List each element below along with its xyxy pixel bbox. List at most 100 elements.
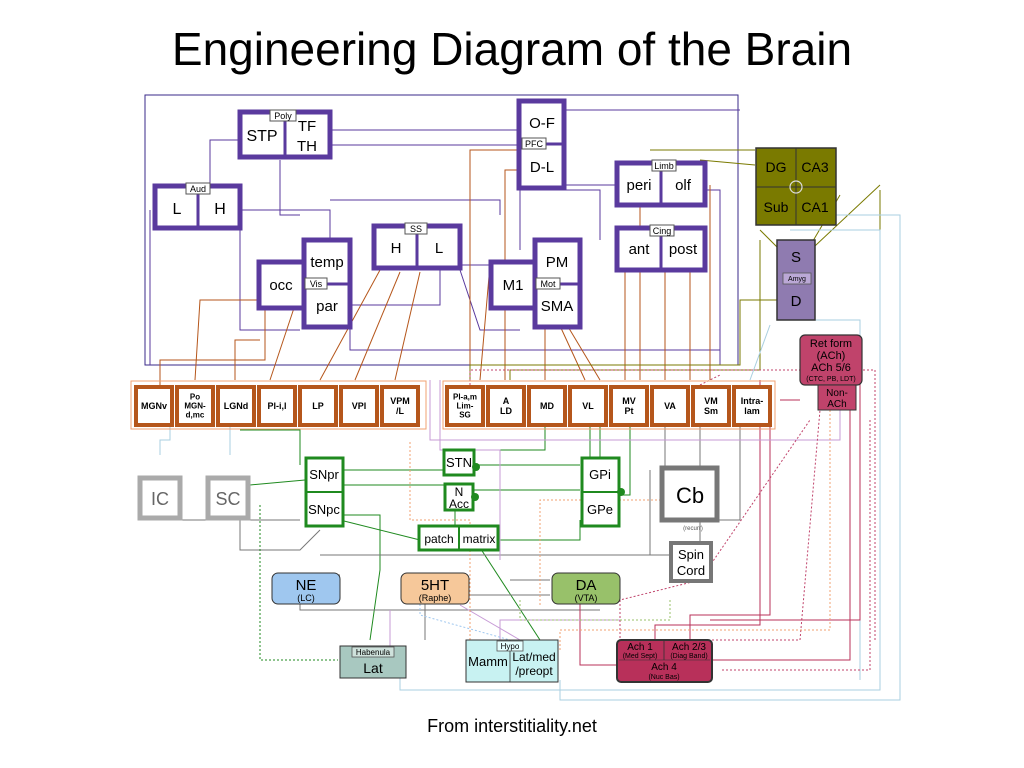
ca1-label: CA1 bbox=[801, 199, 828, 215]
aud-h-label: H bbox=[214, 201, 226, 218]
occ-box bbox=[256, 259, 307, 311]
tf-label: TF bbox=[298, 118, 316, 135]
thalamus-right-nucleus-label: Intra- bbox=[741, 396, 764, 406]
cortex-cing: Cing ant post bbox=[614, 224, 708, 273]
non-ach-label-1: Non- bbox=[826, 388, 848, 399]
patch-label: patch bbox=[424, 532, 453, 546]
slide-title: Engineering Diagram of the Brain bbox=[171, 23, 853, 75]
m1-label: M1 bbox=[503, 277, 524, 294]
sc-label: SC bbox=[215, 489, 240, 509]
thalamus-right-nucleus-2 bbox=[527, 385, 567, 427]
thalamus-left-nucleus-label: d,mc bbox=[186, 411, 205, 420]
thalamus-left-nucleus-label: Po bbox=[190, 393, 200, 402]
of-label: O-F bbox=[529, 115, 555, 132]
basal-forebrain: Ach 1 Ach 2/3 (Med Sept) (Diag Band) Ach… bbox=[616, 639, 713, 683]
thalamus-right-nucleus-label: lam bbox=[744, 406, 760, 416]
ca3-label: CA3 bbox=[801, 159, 828, 175]
mamm-label: Mamm bbox=[468, 654, 508, 669]
habenula-lat-label: Lat bbox=[363, 660, 383, 676]
dg-label: DG bbox=[766, 159, 787, 175]
thalamus-right-nucleus-1 bbox=[486, 385, 526, 427]
gpi-label: GPi bbox=[589, 467, 611, 482]
amyg-s-label: S bbox=[791, 249, 801, 266]
stn-label: STN bbox=[446, 455, 472, 470]
stp-label: STP bbox=[246, 128, 277, 145]
thalamus-right-nucleus-label: VL bbox=[582, 401, 594, 411]
cb-note: (recurr) bbox=[683, 526, 703, 532]
pfc-tag: PFC bbox=[525, 139, 544, 149]
hypo-tag: Hypo bbox=[501, 642, 520, 651]
hypothalamus: Hypo Mamm Lat/med /preopt bbox=[465, 639, 559, 683]
ne-box bbox=[271, 572, 341, 605]
ss-tag: SS bbox=[410, 224, 422, 234]
cortex-region bbox=[144, 94, 739, 366]
midbrain: IC SC bbox=[137, 475, 251, 521]
thalamus-right-nucleus-label: VM bbox=[704, 396, 718, 406]
thalamus-right-nucleus-label: Pt bbox=[625, 406, 634, 416]
ne-sub: (LC) bbox=[297, 593, 315, 603]
cortex-pfc: PFC O-F D-L bbox=[516, 98, 567, 191]
th-label: TH bbox=[297, 138, 317, 155]
reticular-formation: Ret form (ACh) ACh 5/6 (CTC, PB, LDT) No… bbox=[799, 334, 863, 411]
source-credit: From interstitiality.net bbox=[427, 716, 597, 736]
thalamus-left-nucleus-label: /L bbox=[396, 406, 405, 416]
thalamus-right-nucleus-3 bbox=[568, 385, 608, 427]
matrix-label: matrix bbox=[463, 532, 496, 546]
temp-label: temp bbox=[310, 254, 343, 271]
cing-tag: Cing bbox=[653, 226, 672, 236]
ach4-label: Ach 4 bbox=[651, 662, 677, 673]
basal-forebrain-box bbox=[616, 639, 713, 683]
hippocampus: DG CA3 Sub CA1 bbox=[755, 147, 837, 226]
cortex-limb: Limb peri olf bbox=[614, 159, 708, 208]
cord-label: Cord bbox=[677, 563, 705, 578]
da-box bbox=[551, 572, 621, 605]
limb-tag: Limb bbox=[654, 161, 674, 171]
amyg-d-label: D bbox=[791, 293, 802, 310]
stn-box bbox=[442, 448, 476, 477]
ach1-label: Ach 1 bbox=[627, 642, 653, 653]
cb-label: Cb bbox=[676, 483, 704, 508]
thalamus-left-nucleus-label: MGN- bbox=[184, 402, 206, 411]
spin-label: Spin bbox=[678, 547, 704, 562]
thalamus-left-nucleus-1 bbox=[175, 385, 215, 427]
da-sub: (VTA) bbox=[575, 593, 598, 603]
thalamus-right-nucleus-label: Pl-a,m bbox=[453, 393, 477, 402]
thalamus-left-nucleus-label: Pl-i,l bbox=[267, 401, 286, 411]
thalamus-right-nucleus-label: MD bbox=[540, 401, 554, 411]
thalamus-right-nucleus-label: MV bbox=[622, 396, 636, 406]
peri-label: peri bbox=[626, 177, 651, 194]
spinal-cord-box bbox=[669, 541, 713, 583]
cortex-poly: Poly STP TF TH bbox=[237, 109, 333, 160]
thalamus-right-nucleus-label: VA bbox=[664, 401, 676, 411]
ach23-label: Ach 2/3 bbox=[672, 642, 706, 653]
amygdala: Amyg S D bbox=[776, 239, 816, 321]
thalamus-left-nucleus-2 bbox=[216, 385, 256, 427]
ss-l-label: L bbox=[435, 240, 443, 257]
thalamus-right-nucleus-5 bbox=[650, 385, 690, 427]
non-ach-box bbox=[817, 384, 857, 411]
poly-tag: Poly bbox=[274, 111, 292, 121]
thalamus-left-nucleus-6 bbox=[380, 385, 420, 427]
thalamus-right-nucleus-6 bbox=[691, 385, 731, 427]
neuromodulators: NE (LC) 5HT (Raphe) DA (VTA) bbox=[271, 572, 621, 605]
post-label: post bbox=[669, 241, 698, 258]
thalamus-left-nucleus-label: LP bbox=[312, 401, 324, 411]
ic-label: IC bbox=[151, 489, 169, 509]
olf-label: olf bbox=[675, 177, 692, 194]
habenula: Habenula Lat bbox=[339, 645, 407, 679]
thalamus-left-nucleus-5 bbox=[339, 385, 379, 427]
par-label: par bbox=[316, 298, 338, 315]
thalamus-left-nucleus-label: LGNd bbox=[224, 401, 249, 411]
amyg-tag: Amyg bbox=[788, 276, 806, 283]
pm-label: PM bbox=[546, 254, 569, 271]
thalamus-right-nucleus-7 bbox=[732, 385, 772, 427]
connection-lines bbox=[149, 109, 901, 701]
thalamus-left-nucleus-3 bbox=[257, 385, 297, 427]
thalamus-left-band bbox=[130, 380, 427, 430]
thalamus-right-band bbox=[442, 380, 776, 430]
nacc-label-1: N bbox=[455, 485, 464, 499]
cerebellum-group: Cb (recurr) Spin Cord bbox=[659, 465, 720, 583]
thalamus-left-nucleus-label: VPM bbox=[390, 396, 410, 406]
latmed-label-1: Lat/med bbox=[512, 650, 555, 664]
sub-label: Sub bbox=[764, 199, 789, 215]
